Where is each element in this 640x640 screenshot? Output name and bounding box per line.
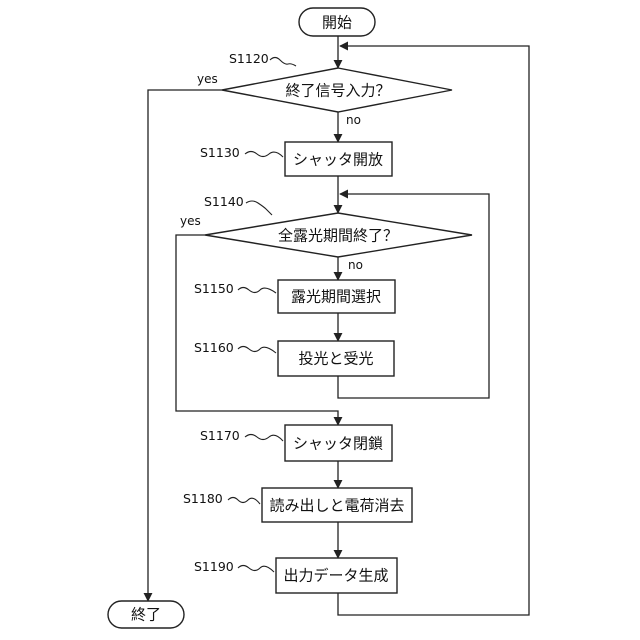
leader-s1150 [238,288,276,294]
step-label-s1170: S1170 [200,428,240,443]
process-shutter-open-label: シャッタ開放 [293,151,383,169]
process-shutter-close: シャッタ閉鎖 [285,425,392,461]
process-project-receive-label: 投光と受光 [298,350,373,368]
decision-end-signal-label: 終了信号入力？ [285,82,390,100]
step-label-s1120: S1120 [229,51,269,66]
leader-s1180 [228,498,260,505]
leader-s1130 [245,152,283,158]
process-shutter-close-label: シャッタ閉鎖 [293,435,383,453]
step-label-s1150: S1150 [194,281,234,296]
start-terminal: 開始 [299,8,375,36]
step-label-s1130: S1130 [200,145,240,160]
yes-label-all-exposure: yes [180,214,201,228]
process-output-data: 出力データ生成 [276,558,397,593]
process-shutter-open: シャッタ開放 [285,142,392,176]
process-read-erase-label: 読み出しと電荷消去 [269,497,404,515]
no-label-all-exposure: no [348,258,363,272]
end-terminal: 終了 [108,601,184,628]
end-label: 終了 [131,606,161,624]
process-select-exposure-label: 露光期間選択 [291,288,381,306]
decision-end-signal: 終了信号入力？ [222,68,452,112]
step-label-s1190: S1190 [194,559,234,574]
decision-all-exposure-label: 全露光期間終了？ [278,227,398,245]
step-label-s1180: S1180 [183,491,223,506]
leader-s1120 [270,58,296,67]
connector-outer-loop [338,46,529,615]
process-output-data-label: 出力データ生成 [283,567,388,585]
leader-s1190 [238,566,274,573]
connector-all-exposure-yes [176,235,338,425]
step-label-s1160: S1160 [194,340,234,355]
start-label: 開始 [322,14,352,32]
process-read-erase: 読み出しと電荷消去 [262,488,412,522]
no-label-end-signal: no [346,113,361,127]
step-label-s1140: S1140 [204,194,244,209]
leader-s1140 [246,201,272,215]
leader-s1170 [245,435,283,442]
process-project-receive: 投光と受光 [278,341,394,376]
decision-all-exposure: 全露光期間終了？ [205,213,472,257]
process-select-exposure: 露光期間選択 [278,280,395,313]
leader-s1160 [238,347,276,354]
yes-label-end-signal: yes [197,72,218,86]
